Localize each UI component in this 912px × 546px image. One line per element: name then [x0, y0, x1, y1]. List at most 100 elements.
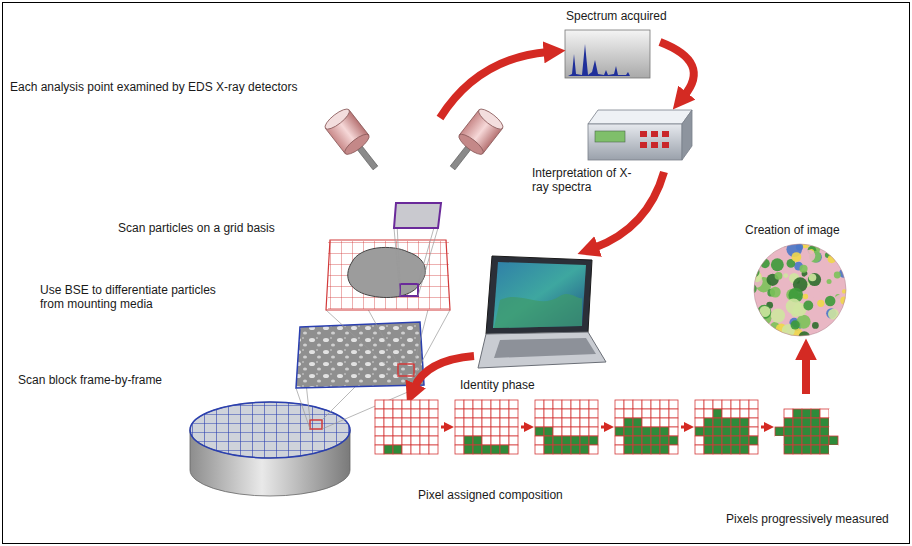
- pixel-grid: [651, 436, 660, 445]
- pixel-grid: [473, 418, 482, 427]
- pixel-grid: [384, 427, 393, 436]
- pixel-grid: [420, 409, 429, 418]
- pixel-grid: [571, 436, 580, 445]
- pixel-grid: [509, 445, 518, 454]
- pixel-grid: [411, 427, 420, 436]
- pixel-grid: [589, 409, 598, 418]
- laptop-computer: [494, 294, 582, 328]
- pixel-grid: [722, 418, 731, 427]
- pixel-grid: [455, 427, 464, 436]
- pixel-grid: [695, 418, 704, 427]
- pixel-grid: [535, 400, 598, 454]
- pixel-grid: [455, 436, 464, 445]
- pixel-grid: [500, 436, 509, 445]
- laptop-computer: [478, 332, 606, 368]
- step-label: Pixel assigned composition: [418, 488, 563, 502]
- pixel-grid: [651, 409, 660, 418]
- pixel-grid: [580, 400, 589, 409]
- pixel-grid: [660, 409, 669, 418]
- phase-map-image: [775, 272, 783, 280]
- pixel-grid: [491, 409, 500, 418]
- pixel-grid: [384, 445, 393, 454]
- pixel-grid: [802, 418, 811, 427]
- pixel-grid: [393, 427, 402, 436]
- pixel-grid: [589, 427, 598, 436]
- pixel-grid: [553, 427, 562, 436]
- pixel-grid: [615, 436, 624, 445]
- pixel-grid: [722, 436, 731, 445]
- flow-arrow: [802, 356, 810, 394]
- pixel-grid: [624, 445, 633, 454]
- pixel-grid: [642, 445, 651, 454]
- step-arrow: [761, 426, 766, 429]
- pixel-grid: [669, 418, 678, 427]
- pixel-grid: [509, 409, 518, 418]
- phase-map-image: [771, 258, 784, 271]
- pixel-grid: [820, 400, 829, 409]
- pixel-grid: [455, 445, 464, 454]
- pixel-grid: [589, 436, 598, 445]
- pixel-grid: [544, 418, 553, 427]
- pixel-grid: [571, 445, 580, 454]
- pixel-grid: [411, 445, 420, 454]
- pixel-grid: [731, 409, 740, 418]
- pixel-grid: [731, 400, 740, 409]
- pixel-grid: [615, 400, 624, 409]
- pixel-grid: [411, 409, 420, 418]
- pixel-grid: [722, 427, 731, 436]
- pixel-grid: [811, 436, 820, 445]
- pixel-grid: [491, 418, 500, 427]
- pixel-grid: [731, 418, 740, 427]
- pixel-grid: [571, 409, 580, 418]
- interpretation-device: [588, 110, 692, 124]
- pixel-grid: [393, 436, 402, 445]
- pixel-grid: [580, 427, 589, 436]
- phase-map-image: [759, 306, 770, 317]
- pixel-grid: [375, 418, 384, 427]
- pixel-grid: [704, 445, 713, 454]
- step-label: Spectrum acquired: [566, 9, 667, 23]
- phase-map-image: [799, 265, 807, 273]
- analysis-point: [394, 203, 441, 228]
- pixel-grid: [402, 400, 411, 409]
- pixel-grid: [482, 409, 491, 418]
- projection-line: [296, 388, 310, 429]
- pixel-grid: [731, 436, 740, 445]
- pixel-grid: [704, 409, 713, 418]
- pixel-grid: [544, 445, 553, 454]
- interpretation-device: [662, 131, 669, 137]
- pixel-grid: [464, 445, 473, 454]
- pixel-grid: [722, 409, 731, 418]
- projection-line: [394, 203, 441, 296]
- eds-detector: [456, 131, 486, 157]
- phase-map-image: [792, 252, 802, 262]
- pixel-grid: [402, 409, 411, 418]
- pixel-grid: [464, 418, 473, 427]
- phase-map-image: [776, 332, 780, 336]
- pixel-grid: [535, 418, 544, 427]
- pixel-grid: [704, 427, 713, 436]
- pixel-grid: [633, 427, 642, 436]
- phase-map-image: [817, 300, 824, 307]
- phase-map-image: [803, 250, 815, 262]
- pixel-grid: [820, 436, 829, 445]
- pixel-grid: [544, 436, 553, 445]
- pixel-grid: [553, 409, 562, 418]
- pixel-grid: [429, 409, 438, 418]
- phase-map-image: [809, 274, 817, 282]
- flow-arrow: [660, 42, 694, 96]
- pixel-grid: [722, 400, 731, 409]
- phase-map-image: [825, 296, 835, 306]
- pixel-grid: [793, 427, 802, 436]
- pixel-grid: [784, 427, 793, 436]
- pixel-grid: [589, 400, 598, 409]
- frame-border: [3, 3, 910, 544]
- laptop-computer: [493, 262, 586, 328]
- pixel-grid: [749, 400, 758, 409]
- phase-map-image: [819, 286, 826, 293]
- spectrum-plot: [565, 30, 650, 78]
- pixel-grid: [740, 445, 749, 454]
- pixel-grid: [402, 418, 411, 427]
- pixel-grid: [544, 400, 553, 409]
